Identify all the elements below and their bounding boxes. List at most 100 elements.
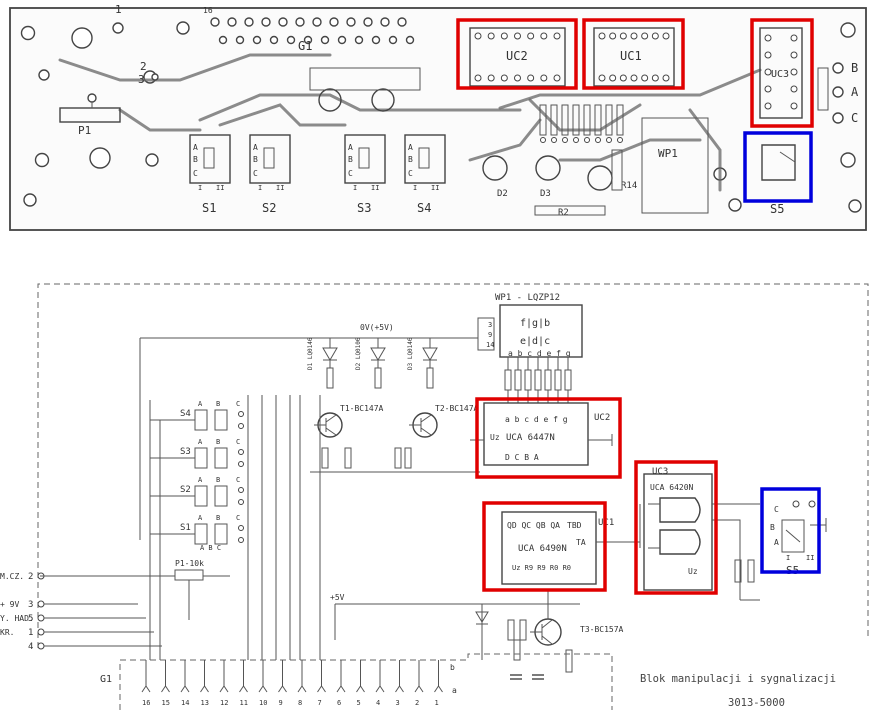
pcb-board: P1 G1 16 UC2 UC1 UC3 WP1 D2 D3 R2 R14 A <box>9 3 867 231</box>
schematic-segment-resistor <box>564 369 572 391</box>
schematic-left-number: 2 <box>28 572 33 582</box>
schematic-connector-pin <box>414 685 424 693</box>
mounting-hole <box>176 21 190 35</box>
schematic-pot-label: P1-10k <box>175 559 204 568</box>
highlight-pcb-uc1 <box>582 18 685 90</box>
pcb-switch-pin-number: I <box>353 184 357 192</box>
highlight-schematic-uc2 <box>475 397 622 479</box>
pcb-trace <box>498 68 762 110</box>
pcb-resistor-pad <box>551 137 557 143</box>
svg-text:TA: TA <box>576 538 586 547</box>
pcb-connector-pin-label: 16 <box>203 6 213 15</box>
svg-text:B: B <box>216 476 220 484</box>
schematic-connector-pin <box>278 685 287 693</box>
pcb-switch-body <box>249 134 291 184</box>
pcb-trace <box>218 103 347 127</box>
schematic-connector-pin-label: 7 <box>318 699 322 707</box>
pcb-ic-label-uc2: UC2 <box>506 49 528 63</box>
schematic-connector-pin-label: 5 <box>357 699 361 707</box>
pcb-connector-label: G1 <box>298 39 312 53</box>
schematic-ic-uc1 <box>501 511 597 585</box>
pcb-switch-pin-letter: A <box>408 143 413 152</box>
pcb-ic-pin <box>641 32 649 40</box>
svg-text:Uz: Uz <box>688 567 698 576</box>
pcb-switch-pin-letter: A <box>348 143 353 152</box>
pcb-edge-b: B <box>851 61 858 75</box>
pcb-switch-pin-letter: B <box>348 155 353 164</box>
schematic-plus5v: +5V <box>330 593 345 602</box>
pcb-connector-pad <box>371 35 381 45</box>
schematic-connector-pin-label: 3 <box>396 699 400 707</box>
pcb-connector-pad <box>269 35 279 45</box>
schematic-connector-pin-label: 9 <box>279 699 283 707</box>
schematic-uc2-top-pins: a b c d e f g <box>505 415 568 424</box>
pcb-resistor <box>561 104 569 136</box>
pcb-switch-pin-number: I <box>258 184 262 192</box>
schematic-connector-pin <box>317 685 326 693</box>
pcb-ic-pin <box>790 34 798 42</box>
pcb-ic-pin <box>514 32 521 40</box>
pcb-switch-lever <box>358 147 370 169</box>
pcb-ic-pin <box>764 102 772 110</box>
schematic-segment-resistor <box>544 369 552 391</box>
highlight-schematic-s5 <box>760 487 821 574</box>
pcb-ic-pin <box>553 74 561 82</box>
pcb-switch-label-s1: S1 <box>202 201 216 215</box>
pcb-connector-pad <box>303 35 313 45</box>
mounting-hole <box>23 193 37 207</box>
schematic-connector-pin <box>258 685 268 693</box>
pcb-ic-pin <box>790 51 798 59</box>
mounting-hole <box>20 25 36 41</box>
highlight-schematic-uc1 <box>482 501 607 592</box>
svg-text:C: C <box>236 514 240 522</box>
svg-text:A: A <box>198 476 203 484</box>
schematic-uc1-part: UCA 6490N <box>518 544 567 554</box>
pcb-resistor <box>605 104 613 136</box>
schematic-lower-components <box>475 559 755 680</box>
pcb-switch-pin-letter: C <box>253 169 258 178</box>
schematic-connector-pin-label: 8 <box>298 699 302 707</box>
svg-text:A: A <box>774 538 779 547</box>
schematic-ic-uc3 <box>643 473 713 591</box>
mounting-hole <box>34 152 50 168</box>
pcb-resistor-r14 <box>611 149 623 191</box>
schematic-bias-resistor <box>321 447 329 469</box>
svg-text:14: 14 <box>486 341 494 349</box>
pcb-ic-pin <box>764 68 772 76</box>
schematic-terminal <box>37 642 45 650</box>
schematic-connector-pin-label: 6 <box>337 699 341 707</box>
pcb-num-2: 2 <box>140 60 147 73</box>
schematic-led <box>422 347 438 361</box>
schematic-resistor-r9 <box>747 559 755 583</box>
svg-text:R14: R14 <box>621 181 637 191</box>
schematic-resistor <box>519 619 527 641</box>
pcb-ic-pin <box>641 74 649 82</box>
mounting-hole <box>728 198 742 212</box>
mounting-hole <box>840 152 856 168</box>
pcb-resistor-r2 <box>534 205 606 216</box>
schematic-left-label: Y. HAD. <box>0 614 34 623</box>
svg-text:C: C <box>236 400 240 408</box>
pcb-switch-pin-number: II <box>431 184 439 192</box>
schematic-uc1-outputs: QD QC QB QA <box>507 521 560 530</box>
svg-text:Uz: Uz <box>490 433 500 442</box>
schematic-connector-pin-label: 12 <box>220 699 228 707</box>
pcb-resistor-array <box>539 104 624 143</box>
schematic-resistor <box>513 639 521 661</box>
schematic-boundary <box>37 283 869 648</box>
pcb-display-wp1 <box>641 117 709 214</box>
schematic-led-label: D1 LQ0146 <box>307 337 314 370</box>
schematic-led-resistor <box>426 367 434 389</box>
pcb-switch-pin-number: I <box>198 184 202 192</box>
pcb-switch-pin-letter: C <box>348 169 353 178</box>
svg-text:A: A <box>198 514 203 522</box>
pcb-ic-pin <box>630 74 638 82</box>
pcb-switch-label-s2: S2 <box>262 201 276 215</box>
pcb-ic-label-uc1: UC1 <box>620 49 642 63</box>
pcb-switch-label-s3: S3 <box>357 201 371 215</box>
pcb-trace <box>558 138 702 162</box>
pcb-switch-pin-letter: B <box>253 155 258 164</box>
schematic-uc2-label: UC2 <box>594 413 610 423</box>
schematic-segment-resistor <box>554 369 562 391</box>
